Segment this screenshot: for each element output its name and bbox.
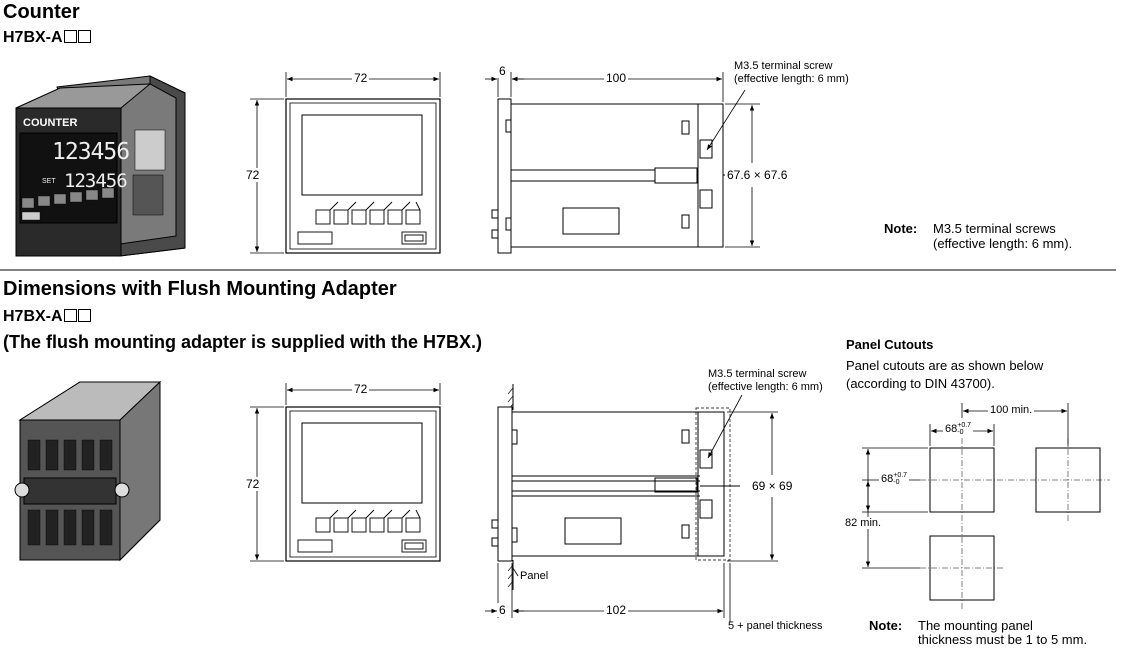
terminal-screw-label-1: M3.5 terminal screw [734, 60, 833, 72]
section2-note-line2: thickness must be 1 to 5 mm. [918, 632, 1088, 647]
side-view [491, 98, 736, 254]
panel-thickness-label: 5 + panel thickness [728, 620, 823, 632]
section1-model: H7BX-A [3, 29, 91, 47]
front-height-label-2: 72 [244, 477, 262, 491]
front-width-label: 72 [352, 71, 370, 85]
terminal-screw-label-2b: (effective length: 6 mm) [708, 381, 823, 393]
panel-label: Panel [520, 570, 549, 582]
bezel-thickness-label: 6 [497, 64, 508, 78]
section2-subtitle: (The flush mounting adapter is supplied … [3, 332, 483, 352]
depth-label: 100 [604, 71, 629, 85]
section2-title: Dimensions with Flush Mounting Adapter [3, 278, 397, 300]
section1-model-text: H7BX-A [3, 29, 63, 46]
device-display-set: 123456 [64, 170, 128, 192]
counter-product-image [15, 75, 186, 257]
cutout-tol-plus: +0.7 [957, 422, 972, 429]
cutouts-title: Panel Cutouts [846, 337, 934, 352]
cutouts-desc-1: Panel cutouts are as shown below [846, 358, 1044, 373]
side-view-adapter [491, 384, 740, 590]
side-size-label: 67.6 × 67.6 [725, 168, 790, 182]
panel-cutouts [862, 403, 1110, 610]
cutout-spacing-v: 82 min. [843, 517, 884, 529]
cutout-size-h-value: 68 [881, 473, 894, 485]
bezel-thickness-label-2: 6 [497, 603, 508, 617]
device-label: COUNTER [23, 117, 78, 129]
cutout-spacing-h: 100 min. [988, 404, 1035, 416]
front-view-adapter [285, 406, 441, 562]
cutout-tol-minus-2: -0 [893, 479, 900, 486]
cutout-tol-minus: -0 [957, 429, 964, 436]
front-view [285, 98, 441, 254]
terminal-screw-label-2a: M3.5 terminal screw [708, 368, 807, 380]
terminal-screw-label-2: (effective length: 6 mm) [734, 73, 849, 85]
section1-note-line1: M3.5 terminal screws [933, 221, 1056, 236]
cutouts-desc-2: (according to DIN 43700). [846, 376, 995, 391]
section2-note-label: Note: [869, 618, 903, 633]
section1-note-line2: (effective length: 6 mm). [933, 236, 1073, 251]
cutout-size-w-value: 68 [945, 423, 958, 435]
section1-title: Counter [3, 1, 80, 23]
cutout-size-w: 68+0.7-0 [943, 422, 974, 436]
front-width-label-2: 72 [352, 382, 370, 396]
cutout-tol-plus-2: +0.7 [893, 472, 908, 479]
section1-note-label: Note: [884, 221, 918, 236]
adapter-product-image [14, 380, 162, 562]
section2-model-text: H7BX-A [3, 308, 63, 325]
front-height-label: 72 [244, 168, 262, 182]
device-set-label: SET [42, 178, 56, 185]
depth-label-2: 102 [604, 603, 629, 617]
section2-model: H7BX-A [3, 308, 91, 326]
side-size-label-2: 69 × 69 [750, 479, 795, 493]
cutout-size-h: 68+0.7-0 [879, 472, 910, 486]
section2-note-line1: The mounting panel [918, 618, 1033, 633]
device-display-main: 123456 [52, 139, 130, 165]
